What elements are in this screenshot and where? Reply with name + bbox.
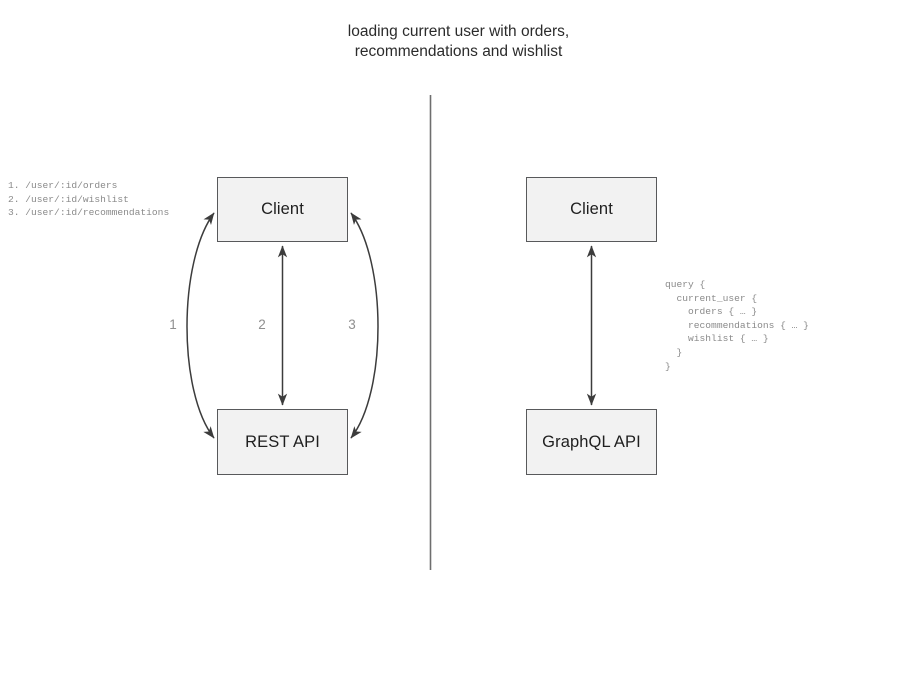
edge-rest-1 <box>186 212 215 439</box>
diagram-title-line-1: loading current user with orders, <box>347 23 570 40</box>
node-client-graphql[interactable]: Client <box>526 177 657 242</box>
graphql-query-snippet: query { current_user { orders { … } reco… <box>665 279 809 372</box>
edge-label-1: 1 <box>169 317 177 332</box>
rest-endpoint-list: 1. /user/:id/orders 2. /user/:id/wishlis… <box>8 180 170 219</box>
node-client-rest[interactable]: Client <box>217 177 348 242</box>
diagram-title-line-2: recommendations and wishlist <box>354 43 563 60</box>
edge-rest-3 <box>350 212 379 439</box>
node-client-rest-label: Client <box>261 200 304 218</box>
node-graphql-api[interactable]: GraphQL API <box>526 409 657 475</box>
node-rest-api-label: REST API <box>245 432 320 451</box>
node-rest-api[interactable]: REST API <box>217 409 348 475</box>
node-graphql-api-label: GraphQL API <box>542 432 641 451</box>
diagram-title: loading current user with orders, recomm… <box>0 22 917 62</box>
edge-label-2: 2 <box>258 317 266 332</box>
edge-label-3: 3 <box>348 317 356 332</box>
node-client-graphql-label: Client <box>570 200 613 218</box>
